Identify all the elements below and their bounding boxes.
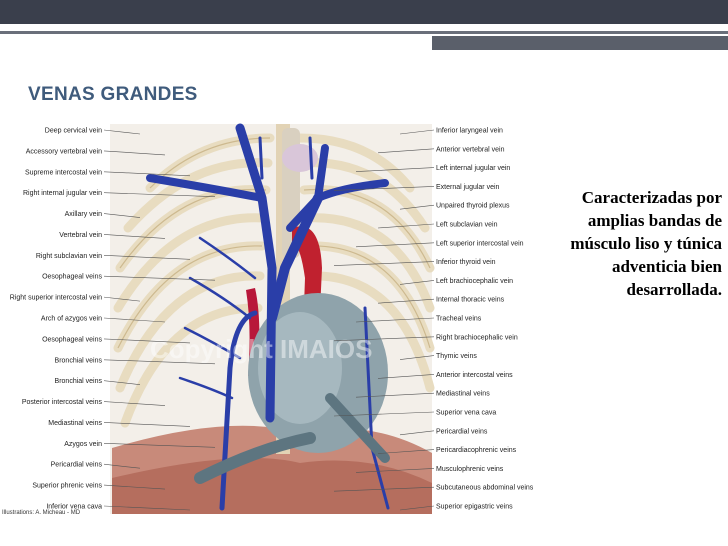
slide-body-text: Caracterizadas por amplias bandas de mús… [570, 188, 722, 299]
left-leader-line [103, 317, 166, 323]
left-leader-line [103, 192, 216, 197]
right-label: Internal thoracic veins [436, 297, 505, 304]
right-leader-line [355, 317, 435, 323]
right-label: Left subclavian vein [436, 222, 498, 229]
left-leader-line [103, 463, 141, 469]
left-label: Mediastinal veins [48, 420, 102, 427]
right-label: Unpaired thyroid plexus [436, 203, 510, 210]
right-leader-line [399, 505, 435, 511]
left-label: Right superior intercostal vein [10, 295, 102, 302]
left-leader-line [103, 213, 141, 218]
right-label: Pericardial veins [436, 428, 488, 435]
left-label: Posterior intercostal veins [22, 399, 103, 406]
right-leader-line [399, 430, 435, 436]
right-label: Anterior intercostal veins [436, 372, 513, 379]
left-label: Bronchial veins [55, 357, 103, 364]
left-leader-line [103, 380, 141, 385]
right-leader-line [399, 280, 435, 285]
left-leader-line [103, 401, 166, 406]
right-label: Right brachiocephalic vein [436, 334, 518, 341]
left-label: Right internal jugular vein [23, 190, 102, 197]
left-label: Azygos vein [64, 441, 102, 448]
right-label: Left internal jugular vein [436, 165, 510, 172]
left-leader-line [103, 338, 191, 344]
right-leader-line [333, 411, 435, 417]
right-leader-line [377, 374, 435, 379]
left-leader-line [103, 484, 166, 490]
right-leader-line [333, 186, 435, 191]
left-leader-line [103, 443, 216, 448]
left-leader-line [103, 296, 141, 302]
left-label: Bronchial veins [55, 378, 103, 385]
anatomy-figure: Copyright IMAIOS Deep cervical veinAcces… [0, 118, 556, 518]
right-leader-line [399, 129, 435, 135]
left-label: Supreme intercostal vein [25, 169, 102, 176]
left-leader-line [103, 129, 141, 135]
right-label: External jugular vein [436, 184, 500, 191]
right-leader-line [333, 336, 435, 342]
left-label: Vertebral vein [59, 232, 102, 239]
left-label: Deep cervical vein [45, 128, 102, 135]
right-label: Pericardiacophrenic veins [436, 447, 517, 454]
slide-title: VENAS GRANDES [28, 84, 198, 105]
left-leader-line [103, 275, 216, 281]
right-leader-line [399, 204, 435, 210]
right-leader-line [333, 486, 435, 492]
right-leader-line [399, 355, 435, 360]
header-accent [432, 36, 728, 50]
right-label: Anterior vertebral vein [436, 146, 505, 153]
left-label: Inferior vena cava [46, 504, 102, 511]
left-leader-line [103, 422, 191, 427]
right-label: Tracheal veins [436, 316, 482, 323]
top-bar [0, 0, 728, 24]
right-label: Inferior laryngeal vein [436, 128, 503, 135]
left-label: Right subclavian vein [36, 253, 102, 260]
left-leader-line [103, 359, 216, 365]
right-label: Superior vena cava [436, 410, 496, 417]
right-leader-line [355, 468, 435, 473]
left-label: Accessory vertebral vein [26, 148, 102, 155]
right-label: Musculophrenic veins [436, 466, 504, 473]
left-leader-line [103, 255, 191, 260]
right-leader-line [377, 223, 435, 229]
right-label: Inferior thyroid vein [436, 259, 496, 266]
right-label: Mediastinal veins [436, 391, 490, 398]
right-label: Left superior intercostal vein [436, 240, 524, 247]
left-label: Arch of azygos vein [41, 316, 102, 323]
left-label: Superior phrenic veins [32, 483, 102, 490]
left-leader-line [103, 171, 191, 177]
right-leader-line [355, 167, 435, 172]
left-label: Oesophageal veins [42, 336, 102, 343]
left-leader-line [103, 150, 166, 156]
right-leader-line [377, 298, 435, 304]
right-leader-line [355, 392, 435, 398]
left-leader-line [103, 234, 166, 239]
right-label: Superior epigastric veins [436, 504, 513, 511]
figure-watermark: Copyright IMAIOS [150, 334, 372, 364]
left-leader-line [103, 505, 191, 511]
right-label: Subcutaneous abdominal veins [436, 485, 534, 492]
left-label: Axillary vein [65, 211, 102, 218]
right-label: Left brachiocephalic vein [436, 278, 513, 285]
right-label: Thymic veins [436, 353, 477, 360]
right-leader-line [377, 449, 435, 454]
right-leader-line [377, 148, 435, 154]
right-leader-line [355, 242, 435, 248]
figure-credit: Illustrations: A. Micheau - MD [2, 510, 81, 516]
header-rule [0, 31, 728, 34]
left-label: Pericardial veins [51, 462, 103, 469]
right-leader-line [333, 261, 435, 266]
left-label: Oesophageal veins [42, 274, 102, 281]
illustration: Copyright IMAIOS [110, 123, 435, 514]
